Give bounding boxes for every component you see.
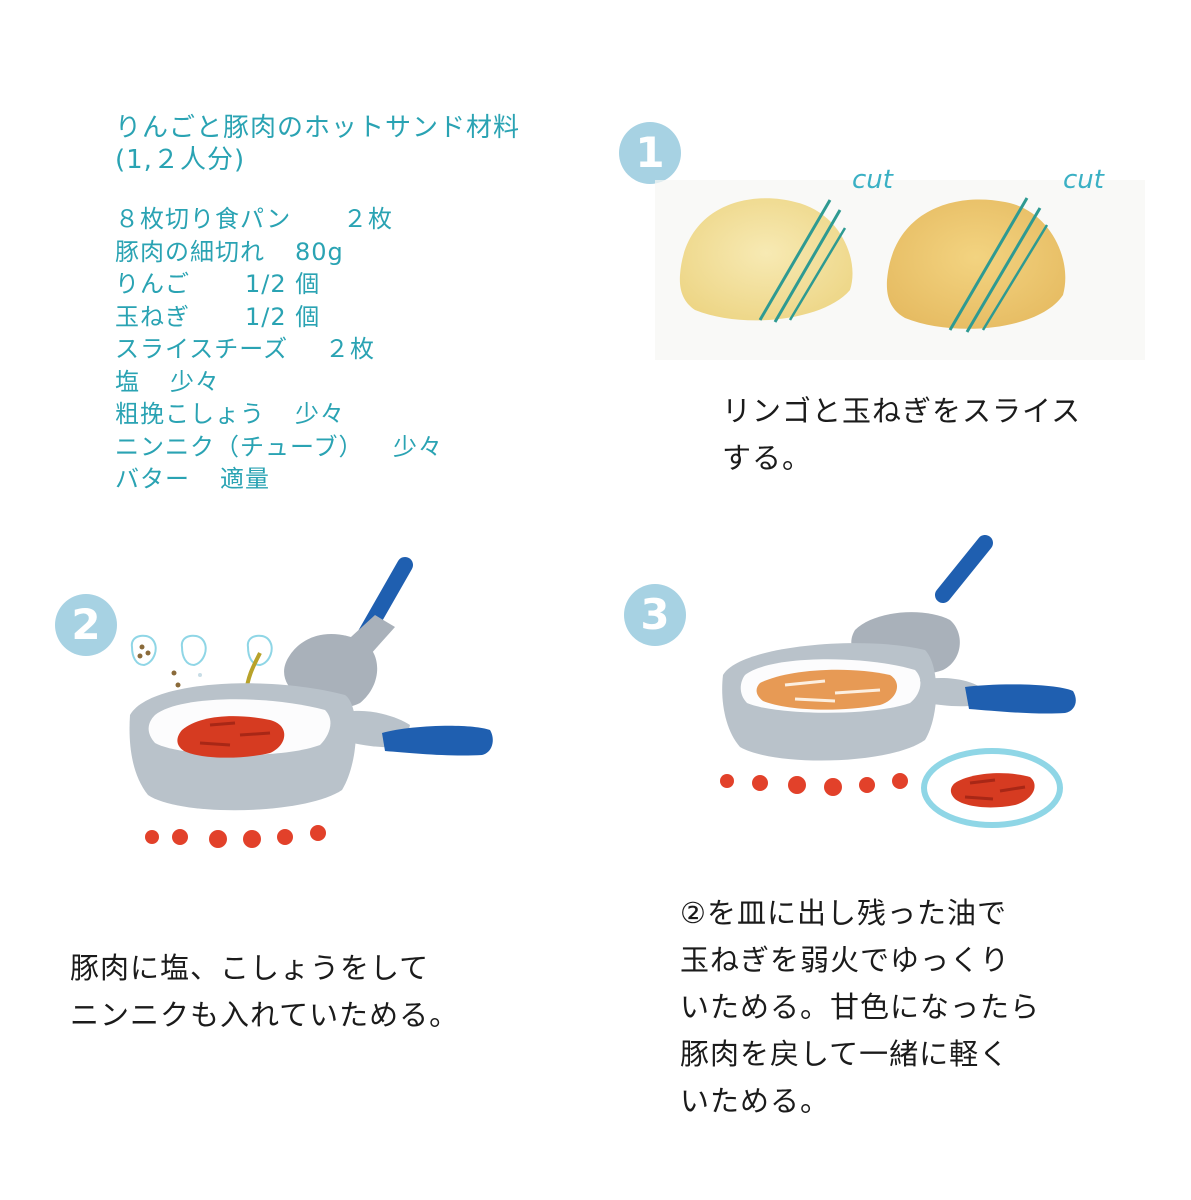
step-3-text: ②を皿に出し残った油で 玉ねぎを弱火でゆっくり いためる。甘色になったら 豚肉を…	[680, 890, 1040, 1125]
ingredient-row: 豚肉の細切れ 80g	[115, 236, 585, 269]
step-1-line: リンゴと玉ねぎをスライス	[722, 394, 1082, 428]
ingredient-name: バター	[115, 465, 190, 493]
ingredients-title: りんごと豚肉のホットサンド材料	[115, 113, 521, 143]
burner-flame-icon	[145, 825, 326, 848]
ingredient-name: 豚肉の細切れ	[115, 237, 265, 266]
ingredient-qty: 1/2 個	[245, 302, 321, 331]
ingredient-qty: ２枚	[325, 335, 375, 363]
plate-icon	[921, 748, 1063, 828]
step-2-line: 豚肉に塩、こしょうをして	[70, 951, 430, 985]
ingredient-qty: 少々	[295, 400, 345, 428]
apple-slice-icon	[679, 198, 853, 323]
cut-label-1: cut	[852, 165, 894, 195]
ingredient-name: 粗挽こしょう	[115, 400, 265, 428]
ingredient-qty: 80g	[295, 237, 344, 266]
step-3-line: 豚肉を戻して一緒に軽く	[680, 1037, 1010, 1071]
ingredient-row: スライスチーズ ２枚	[115, 333, 585, 366]
step-1-illustration: cut cut	[655, 165, 1145, 360]
ingredient-qty: 適量	[220, 465, 270, 493]
ingredient-row: ニンニク（チューブ） 少々	[115, 431, 585, 464]
ingredients-rows: ８枚切り食パン ２枚 豚肉の細切れ 80g りんご 1/2 個 玉ねぎ 1/2 個 スラ…	[115, 203, 585, 496]
ingredient-qty: ２枚	[343, 205, 393, 233]
step-1-text: リンゴと玉ねぎをスライス する。	[722, 388, 1081, 482]
ingredient-name: 玉ねぎ	[115, 302, 190, 331]
step-1-badge: 1	[619, 122, 681, 184]
step-1-line: する。	[722, 441, 813, 475]
burner-flame-icon	[720, 773, 908, 796]
ingredient-name: スライスチーズ	[115, 335, 289, 363]
step-3-line: いためる。甘色になったら	[680, 990, 1041, 1024]
ingredient-qty: 少々	[393, 432, 443, 461]
step-3-line: いためる。	[680, 1084, 831, 1118]
step-3-illustration	[720, 535, 1076, 828]
ingredient-name: ニンニク（チューブ）	[115, 432, 364, 461]
ingredient-row: 玉ねぎ 1/2 個	[115, 301, 585, 334]
ingredient-qty: 少々	[170, 367, 220, 396]
onion-pieces	[756, 669, 898, 710]
ingredient-row: りんご 1/2 個	[115, 268, 585, 301]
step-2-text: 豚肉に塩、こしょうをして ニンニクも入れていためる。	[70, 945, 459, 1039]
ingredient-name: りんご	[115, 270, 190, 298]
ingredient-row: ８枚切り食パン ２枚	[115, 203, 585, 236]
ingredient-row: 粗挽こしょう 少々	[115, 398, 585, 431]
step-2-line: ニンニクも入れていためる。	[70, 998, 460, 1032]
step-3-badge: 3	[624, 584, 686, 646]
step-3-line: 玉ねぎを弱火でゆっくり	[680, 943, 1011, 977]
ingredient-row: 塩 少々	[115, 366, 585, 399]
cut-label-2: cut	[1063, 165, 1105, 195]
ingredients-list: りんごと豚肉のホットサンド材料 (1,２人分) ８枚切り食パン ２枚 豚肉の細切れ…	[115, 112, 585, 496]
ingredient-qty: 1/2 個	[245, 270, 321, 298]
ingredient-row: バター 適量	[115, 463, 585, 496]
onion-slice-icon	[886, 197, 1066, 333]
ingredients-servings: (1,２人分)	[115, 145, 246, 175]
step-2-illustration	[129, 557, 493, 848]
step-2-badge: 2	[55, 594, 117, 656]
step-3-line: ②を皿に出し残った油で	[680, 896, 1007, 930]
pork-pieces	[177, 716, 285, 758]
ingredient-name: ８枚切り食パン	[115, 205, 292, 233]
ingredient-name: 塩	[115, 367, 140, 396]
